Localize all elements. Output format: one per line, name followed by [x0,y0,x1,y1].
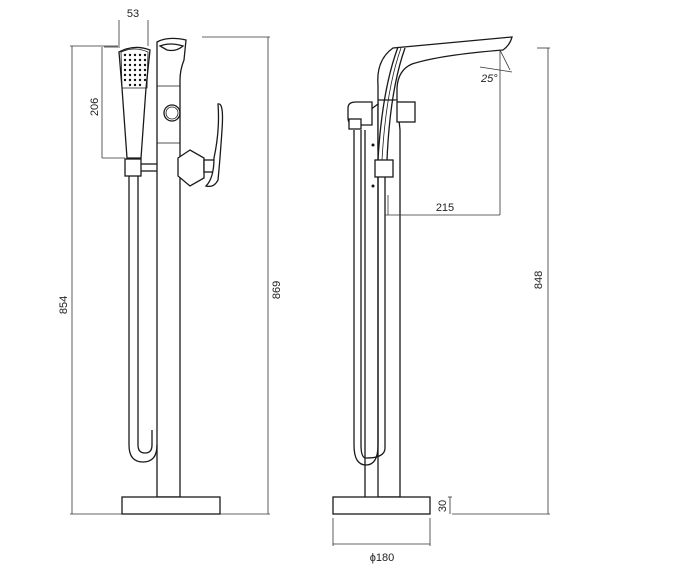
mixer-column [156,37,187,498]
dimension-lines [70,20,270,515]
dim-overall-height: 869 [271,281,283,299]
dim-holder-height: 854 [58,296,70,314]
handshower-holder [124,158,142,177]
side-connections [347,101,416,188]
dim-spout-reach: 215 [436,202,454,214]
dimension-lines-side [332,47,550,546]
dim-handshower-length: 206 [89,98,101,116]
front-view: 53 206 854 869 [58,8,283,515]
side-view: 25° 215 848 30 ϕ180 [332,36,550,564]
handshower-side [353,46,406,497]
handshower [118,46,157,177]
dim-base-diameter: ϕ180 [370,552,395,564]
mixer-lever [177,103,224,188]
dim-handshower-width: 53 [127,8,139,20]
base-plate-side [332,496,431,515]
dim-spout-angle: 25° [480,73,498,85]
shower-hose [128,176,158,463]
dim-spout-height: 848 [533,271,545,289]
base-plate [121,496,221,515]
dim-base-thickness: 30 [437,500,449,512]
